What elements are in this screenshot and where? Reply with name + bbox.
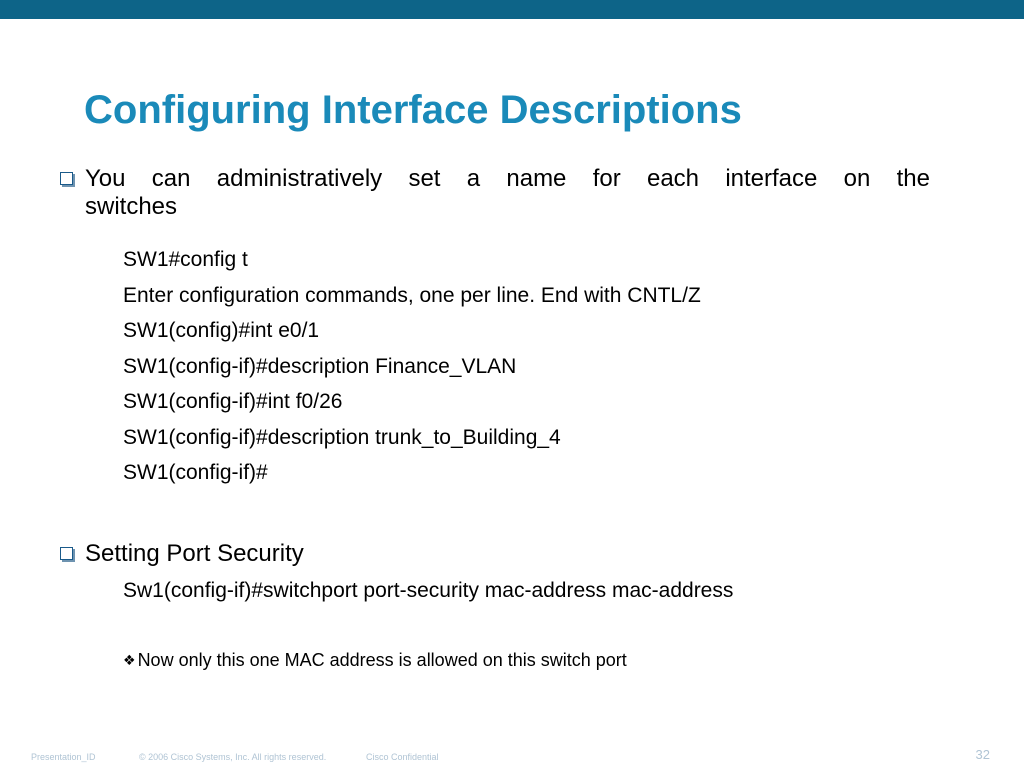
header-bar — [0, 0, 1024, 19]
note-item: ❖Now only this one MAC address is allowe… — [123, 648, 627, 672]
footer-presentation-id: Presentation_ID — [31, 752, 96, 762]
slide-title: Configuring Interface Descriptions — [84, 88, 742, 132]
port-security-command: Sw1(config-if)#switchport port-security … — [123, 579, 734, 602]
page-number: 32 — [975, 747, 990, 762]
checkbox-bullet-icon — [60, 172, 73, 185]
cli-line: SW1(config-if)# — [123, 461, 268, 484]
cli-line: SW1(config-if)#int f0/26 — [123, 390, 343, 413]
four-diamond-bullet-icon: ❖ — [123, 652, 136, 668]
footer-copyright: © 2006 Cisco Systems, Inc. All rights re… — [139, 752, 327, 762]
cli-line: SW1(config-if)#description Finance_VLAN — [123, 354, 517, 378]
cli-line: SW1(config)#int e0/1 — [123, 319, 320, 342]
bullet-item: You can administratively set a name for … — [60, 165, 930, 221]
bullet-item: Setting Port Security — [60, 540, 930, 568]
footer-confidential: Cisco Confidential — [366, 752, 439, 762]
note-text: Now only this one MAC address is allowed… — [137, 650, 627, 670]
cli-line: SW1#config t — [123, 248, 248, 271]
bullet-text: Setting Port Security — [85, 540, 304, 567]
bullet-text: You can administratively set a name for … — [85, 165, 930, 220]
cli-config-block: SW1#config t Enter configuration command… — [123, 245, 701, 494]
cli-line: Enter configuration commands, one per li… — [123, 283, 701, 307]
cli-line: SW1(config-if)#description trunk_to_Buil… — [123, 425, 561, 449]
checkbox-bullet-icon — [60, 547, 73, 560]
